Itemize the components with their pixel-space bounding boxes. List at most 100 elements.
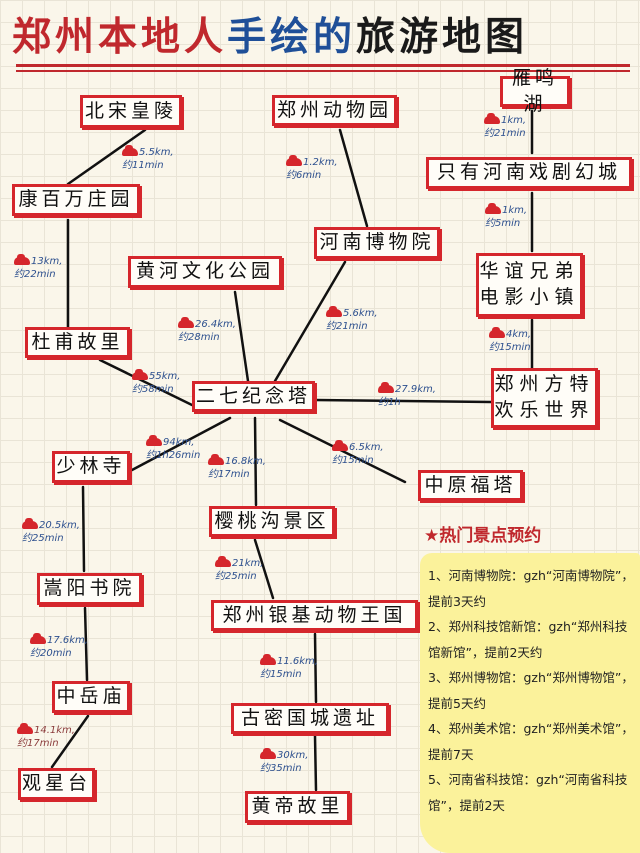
route-time: 约17min xyxy=(17,738,59,749)
route-time: 约20min xyxy=(30,648,72,659)
route-time: 约15min xyxy=(489,342,531,353)
route-line xyxy=(313,734,318,792)
route-distance: 13km, xyxy=(31,256,63,267)
route-label: 4km, 约15min xyxy=(489,327,532,354)
attraction-node: 郑州方特欢乐世界 xyxy=(491,368,598,428)
car-icon xyxy=(485,203,501,214)
title-black: 旅游地图 xyxy=(356,14,529,60)
route-label: 16.8km,约17min xyxy=(208,454,266,481)
route-time: 约21min xyxy=(484,128,526,139)
attraction-node: 雁鸣湖 xyxy=(500,67,570,115)
booking-item: 5、河南省科技馆：gzh“河南省科技馆”，提前2天 xyxy=(428,772,628,813)
attraction-node: 北宋皇陵 xyxy=(80,95,182,128)
route-line xyxy=(278,418,407,484)
attraction-node: 只有河南戏剧幻城 xyxy=(426,157,632,189)
car-icon xyxy=(146,435,162,446)
route-distance: 6.5km, xyxy=(349,442,384,453)
route-line xyxy=(50,714,90,769)
attraction-node: 郑州动物园 xyxy=(272,95,397,126)
route-distance: 20.5km, xyxy=(39,520,80,531)
title-divider xyxy=(16,64,630,67)
route-label: 14.1km, 约17min xyxy=(17,723,75,750)
route-distance: 16.8km, xyxy=(225,456,266,467)
route-distance: 14.1km, xyxy=(34,725,75,736)
car-icon xyxy=(332,440,348,451)
attraction-node: 黄帝故里 xyxy=(245,791,350,823)
route-label: 94km, 约1h26min xyxy=(146,435,201,462)
booking-title: ★热门景点预约 xyxy=(424,526,542,546)
route-distance: 27.9km, xyxy=(395,384,436,395)
attraction-node: 黄河文化公园 xyxy=(128,256,282,288)
route-label: 13km, 约22min xyxy=(14,254,63,281)
route-line xyxy=(98,358,194,407)
car-icon xyxy=(260,748,276,759)
booking-item: 1、河南博物院：gzh“河南博物院”，提前3天约 xyxy=(428,568,634,609)
car-icon xyxy=(260,654,276,665)
route-line xyxy=(313,398,493,404)
car-icon xyxy=(22,518,38,529)
route-time: 约21min xyxy=(326,321,368,332)
route-line xyxy=(338,128,369,228)
car-icon xyxy=(122,145,138,156)
car-icon xyxy=(14,254,30,265)
route-label: 30km, 约35min xyxy=(260,748,309,775)
booking-item: 3、郑州博物馆：gzh“郑州博物馆”，提前5天约 xyxy=(428,670,634,711)
car-icon xyxy=(484,113,500,124)
title-blue: 手绘的 xyxy=(227,14,357,60)
route-label: 11.6km, 约15min xyxy=(260,654,318,681)
route-distance: 1.2km, xyxy=(303,157,338,168)
route-label: 55km, 约58min xyxy=(132,369,181,396)
route-label: 20.5km,约25min xyxy=(22,518,80,545)
attraction-node: 樱桃沟景区 xyxy=(209,506,335,537)
route-time: 约35min xyxy=(260,763,302,774)
title-red: 郑州本地人 xyxy=(12,14,228,60)
route-label: 17.6km, 约20min xyxy=(30,633,88,660)
route-distance: 55km, xyxy=(149,371,181,382)
route-time: 约11min xyxy=(122,160,164,171)
page-title: 郑州本地人手绘的旅游地图 xyxy=(12,6,632,62)
route-line xyxy=(130,416,232,472)
route-distance: 11.6km, xyxy=(277,656,318,667)
route-distance: 21km, xyxy=(232,558,264,569)
attraction-node: 古密国城遗址 xyxy=(231,703,389,734)
route-label: 1km,约5min xyxy=(485,203,527,230)
attraction-node: 中岳庙 xyxy=(52,681,130,713)
route-line xyxy=(313,632,318,704)
car-icon xyxy=(17,723,33,734)
route-time: 约28min xyxy=(178,332,220,343)
route-time: 约25min xyxy=(215,571,257,582)
route-distance: 17.6km, xyxy=(47,635,88,646)
route-distance: 5.6km, xyxy=(343,308,378,319)
route-line xyxy=(253,538,275,600)
booking-note: 1、河南博物院：gzh“河南博物院”，提前3天约 2、郑州科技馆新馆：gzh“郑… xyxy=(420,553,640,853)
route-time: 约6min xyxy=(286,170,322,181)
attraction-node: 观星台 xyxy=(18,768,95,800)
car-icon xyxy=(489,327,505,338)
route-time: 约1h xyxy=(378,397,401,408)
car-icon xyxy=(326,306,342,317)
route-line xyxy=(81,485,86,573)
attraction-node: 嵩阳书院 xyxy=(37,573,142,605)
attraction-node: 华谊兄弟电影小镇 xyxy=(476,253,583,317)
route-time: 约1h26min xyxy=(146,450,201,461)
route-label: 5.6km, 约21min xyxy=(326,306,378,333)
car-icon xyxy=(215,556,231,567)
route-label: 27.9km, 约1h xyxy=(378,382,436,409)
car-icon xyxy=(208,454,224,465)
route-time: 约58min xyxy=(132,384,174,395)
route-label: 21km, 约25min xyxy=(215,556,264,583)
route-line xyxy=(66,128,147,186)
route-distance: 30km, xyxy=(277,750,309,761)
booking-item: 4、郑州美术馆：gzh“郑州美术馆”，提前7天 xyxy=(428,721,634,762)
route-time: 约22min xyxy=(14,269,56,280)
route-line xyxy=(273,260,347,383)
route-time: 约15min xyxy=(260,669,302,680)
attraction-node: 康百万庄园 xyxy=(12,184,140,216)
route-distance: 4km, xyxy=(506,329,532,340)
route-distance: 94km, xyxy=(163,437,195,448)
route-distance: 5.5km, xyxy=(139,147,174,158)
route-line xyxy=(233,290,250,383)
attraction-node: 二七纪念塔 xyxy=(192,381,315,412)
route-label: 26.4km,约28min xyxy=(178,317,236,344)
